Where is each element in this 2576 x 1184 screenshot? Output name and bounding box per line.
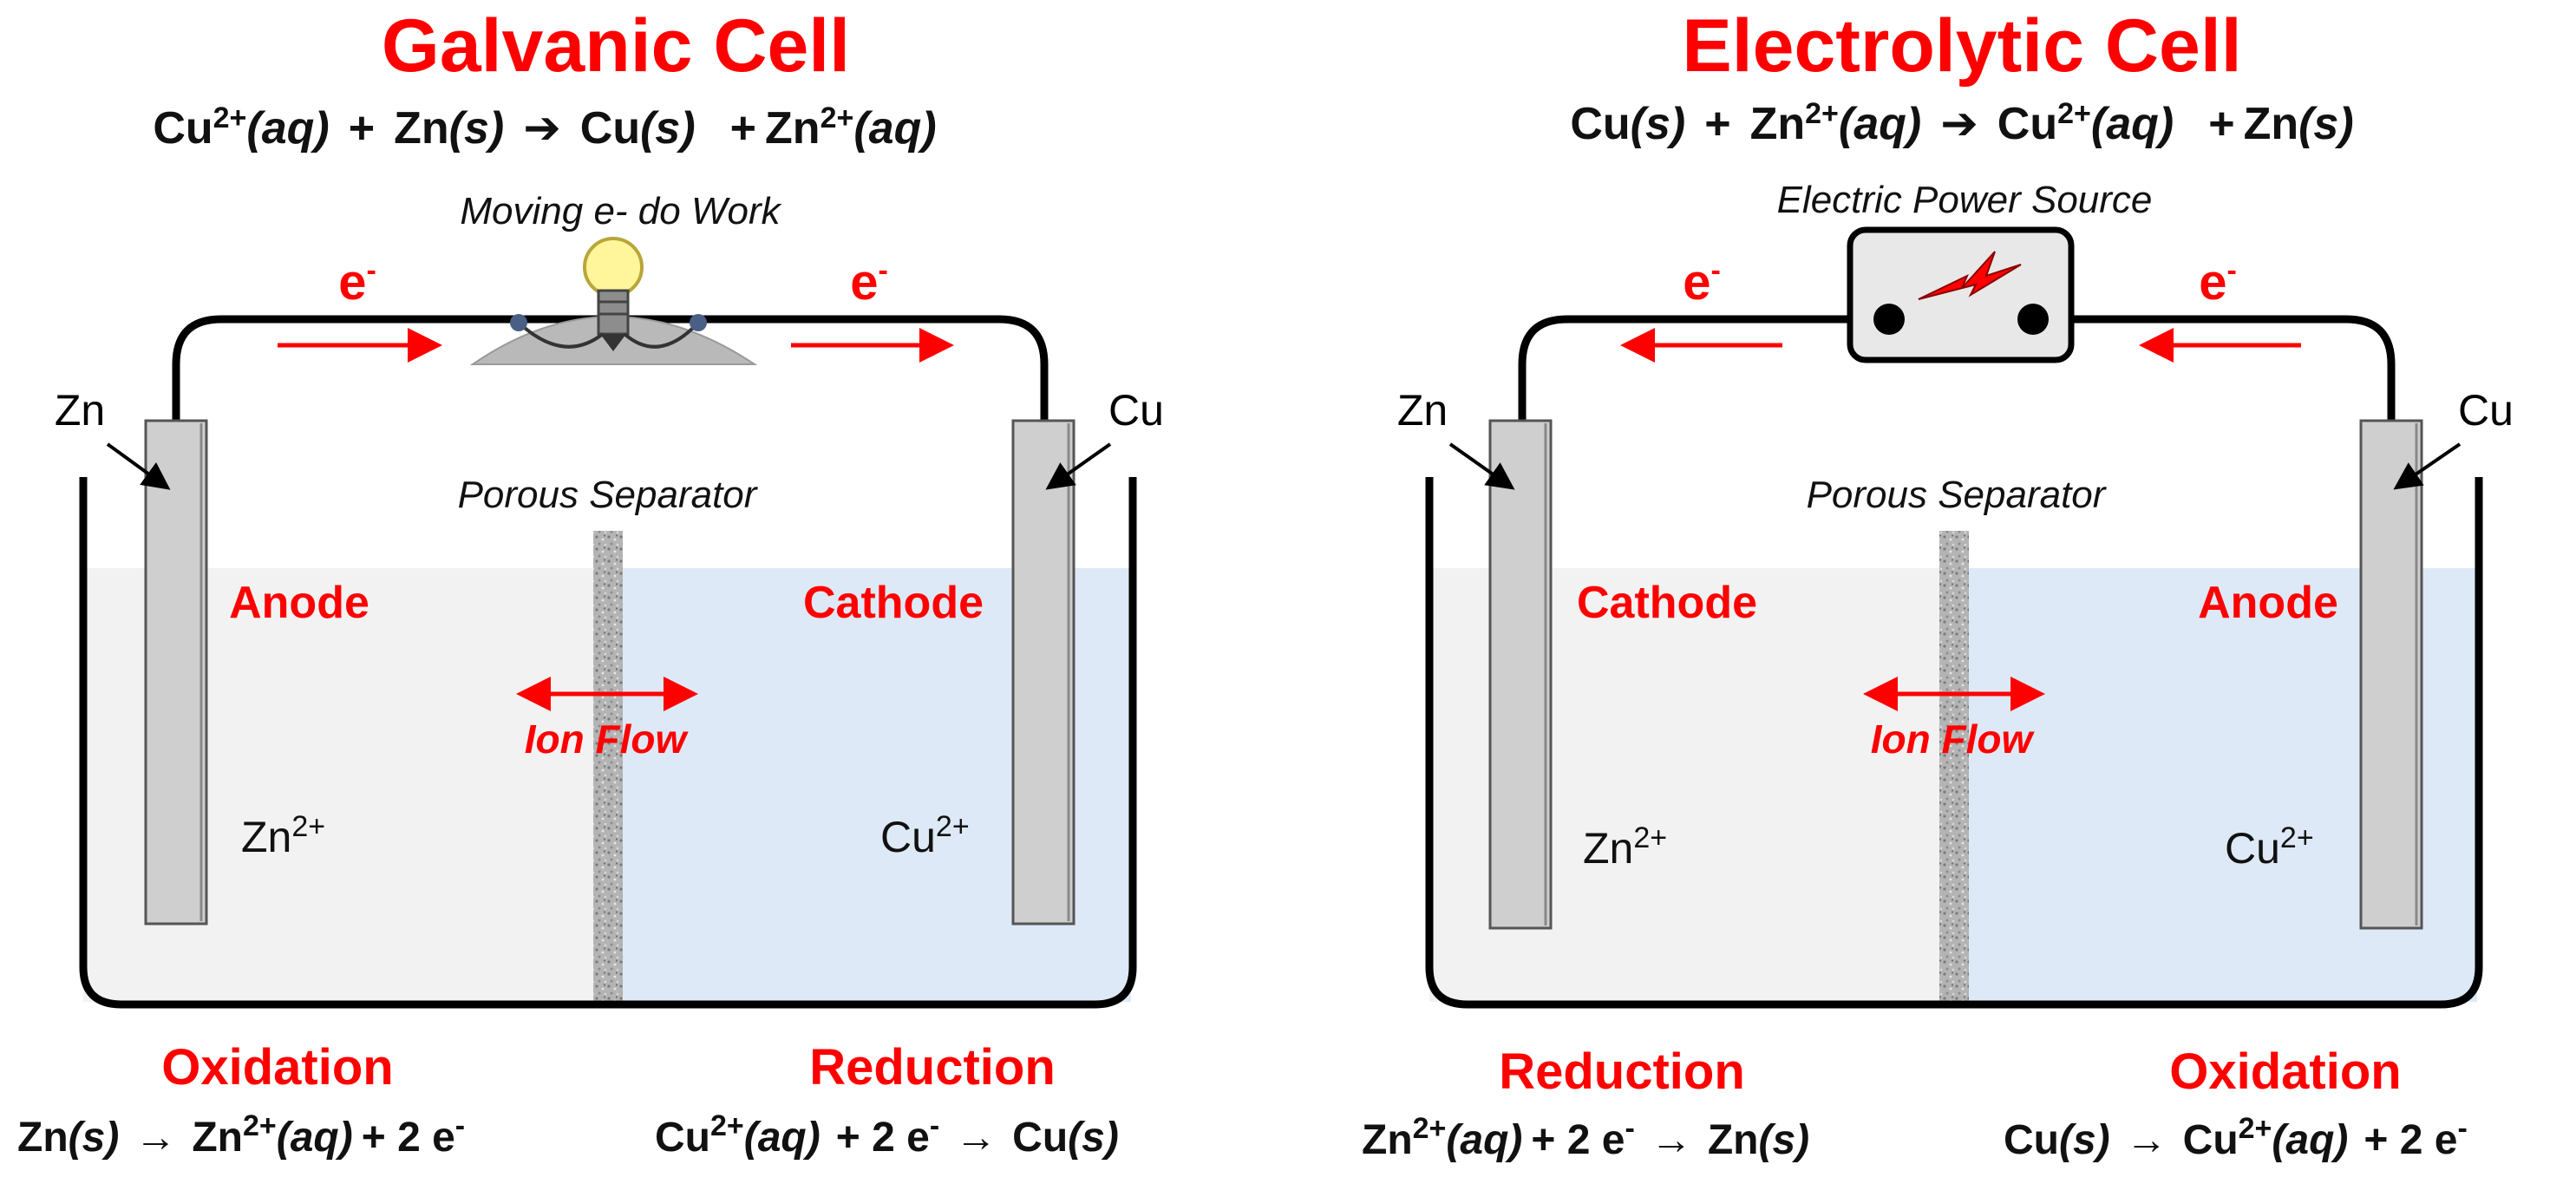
copper-ion-label: Cu2+ xyxy=(2225,821,2314,873)
copper-label: Cu xyxy=(2458,386,2514,435)
oxidation-label: Oxidation xyxy=(161,1039,393,1096)
zinc-label: Zn xyxy=(55,386,105,435)
ion-flow-label: Ion Flow xyxy=(525,716,690,762)
porous-separator xyxy=(593,531,623,1002)
copper-electrode xyxy=(1011,419,1076,926)
copper-ion-label: Cu2+ xyxy=(880,810,970,861)
electrolytic-cell: Electrolytic Cell Cu(s)+Zn2+(aq)➔Cu2+(aq… xyxy=(1362,4,2514,1163)
beaker xyxy=(79,477,1137,1009)
copper-pointer-arrow xyxy=(2393,442,2462,490)
power-source-label: Electric Power Source xyxy=(1777,179,2153,221)
copper-electrode xyxy=(2359,419,2423,930)
cathode-label: Cathode xyxy=(1577,578,1757,628)
cathode-label: Cathode xyxy=(803,578,984,628)
separator-label: Porous Separator xyxy=(1807,474,2108,516)
zinc-electrode xyxy=(1488,419,1553,930)
moving-electrons-label: Moving e- do Work xyxy=(460,190,781,232)
zinc-electrode xyxy=(144,419,208,926)
power-source-icon xyxy=(1847,226,2075,363)
galvanic-overall-equation: Cu2+(aq)+Zn(s)➔Cu(s)+Zn2+(aq) xyxy=(153,101,936,154)
oxidation-half-reaction: Zn(s)→Zn2+(aq)+ 2 e- xyxy=(17,1109,465,1161)
reduction-label: Reduction xyxy=(1499,1043,1745,1100)
reduction-half-reaction: Zn2+(aq)+ 2 e-→Zn(s) xyxy=(1362,1112,1809,1163)
galvanic-title: Galvanic Cell xyxy=(382,4,850,88)
electrolytic-title: Electrolytic Cell xyxy=(1682,4,2241,88)
separator-label: Porous Separator xyxy=(458,474,759,516)
zinc-ion-label: Zn2+ xyxy=(1583,821,1667,873)
anode-label: Anode xyxy=(229,578,369,628)
electrolytic-overall-equation: Cu(s)+Zn2+(aq)➔Cu2+(aq)+Zn(s) xyxy=(1570,97,2353,149)
anode-label: Anode xyxy=(2198,578,2338,628)
copper-pointer-arrow xyxy=(1045,442,1112,490)
zinc-ion-label: Zn2+ xyxy=(241,810,325,861)
galvanic-cell: Galvanic Cell Cu2+(aq)+Zn(s)➔Cu(s)+Zn2+(… xyxy=(17,4,1164,1161)
electron-label-right: e- xyxy=(850,254,888,311)
zinc-label: Zn xyxy=(1397,386,1448,435)
lightning-icon xyxy=(1918,251,2022,300)
electron-label-left: e- xyxy=(338,254,376,311)
reduction-label: Reduction xyxy=(809,1039,1056,1096)
reduction-half-reaction: Cu2+(aq)+ 2 e-→Cu(s) xyxy=(655,1109,1119,1161)
beaker xyxy=(1425,477,2483,1009)
light-bulb-icon xyxy=(469,237,758,365)
oxidation-label: Oxidation xyxy=(2169,1043,2401,1100)
zinc-pointer-arrow xyxy=(106,442,171,490)
ion-flow-label: Ion Flow xyxy=(1871,716,2036,762)
electron-label-right: e- xyxy=(2199,254,2237,311)
copper-label: Cu xyxy=(1108,386,1164,435)
oxidation-half-reaction: Cu(s)→Cu2+(aq)+ 2 e- xyxy=(2004,1112,2468,1163)
electron-label-left: e- xyxy=(1683,254,1721,311)
porous-separator xyxy=(1939,531,1969,1002)
zinc-pointer-arrow xyxy=(1448,442,1515,490)
